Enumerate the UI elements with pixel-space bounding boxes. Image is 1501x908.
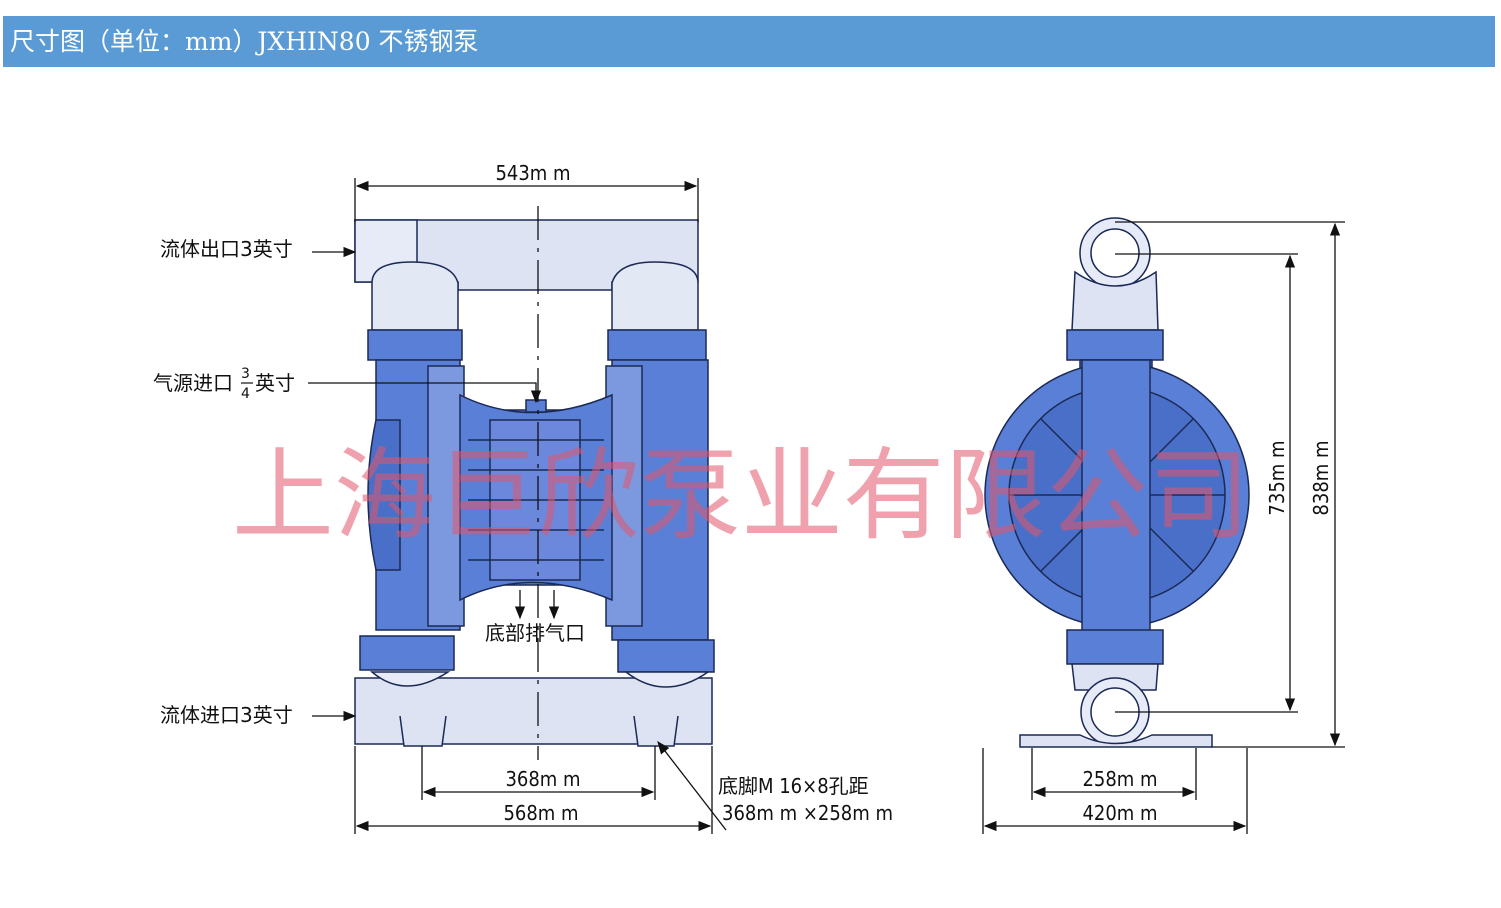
foot-note-line1: 底脚M 16×8孔距 — [718, 774, 869, 798]
front-view-pump — [354, 219, 715, 747]
dim-width-top: 543m m — [495, 161, 570, 185]
dim-height-inner: 735m m — [1265, 440, 1289, 515]
front-view-dimensions — [308, 178, 727, 834]
label-fluid-outlet: 流体出口3英寸 — [160, 237, 293, 261]
dim-foot-spacing: 368m m — [505, 767, 580, 791]
label-exhaust: 底部排气口 — [485, 621, 585, 645]
label-fluid-inlet: 流体进口3英寸 — [160, 703, 293, 727]
header-bar: 尺寸图（单位：mm）JXHIN80 不锈钢泵 — [3, 16, 1495, 67]
label-air-inlet-unit: 英寸 — [255, 371, 295, 395]
foot-note-line2: 368m m ×258m m — [722, 801, 893, 825]
label-air-inlet-denominator: 4 — [241, 386, 250, 402]
dim-base-width: 568m m — [503, 801, 578, 825]
side-view-dimensions — [982, 221, 1345, 834]
dim-height-total: 838m m — [1309, 440, 1333, 515]
label-air-inlet-numerator: 3 — [241, 366, 250, 382]
page-title: 尺寸图（单位：mm）JXHIN80 不锈钢泵 — [10, 27, 479, 56]
dim-side-foot-width: 258m m — [1082, 767, 1157, 791]
side-view-pump — [984, 217, 1250, 748]
company-watermark: 上海巨欣泵业有限公司 — [232, 437, 1250, 554]
label-air-inlet: 气源进口 — [153, 371, 233, 395]
dim-side-base-width: 420m m — [1082, 801, 1157, 825]
